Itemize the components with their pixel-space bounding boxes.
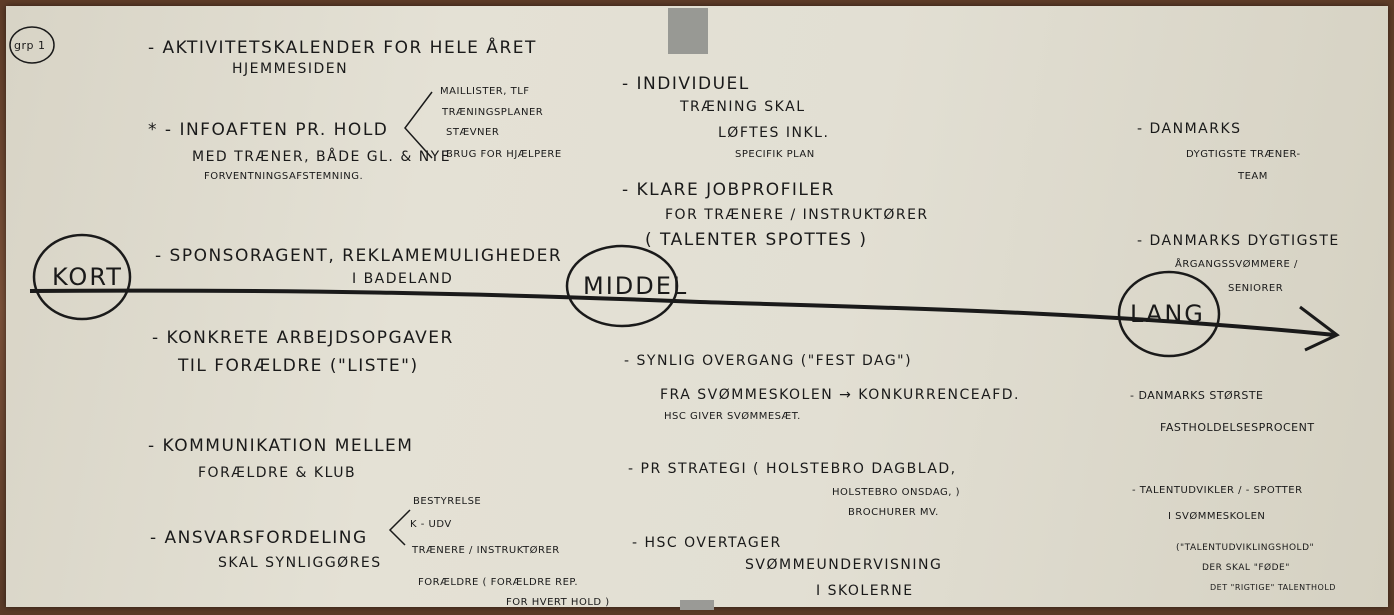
left-c2: I BADELAND	[352, 271, 454, 287]
group-label: grp 1	[14, 39, 46, 52]
middle-c2: FRA SVØMMESKOLEN → KONKURRENCEAFD.	[660, 387, 1021, 403]
right-d1: - TALENTUDVIKLER / - SPOTTER	[1132, 485, 1303, 496]
kort-circle	[32, 233, 132, 321]
brace-ansvar	[388, 509, 411, 546]
left-b2: MED TRÆNER, BÅDE GL. & NYE	[192, 149, 452, 165]
left-e1: - KOMMUNIKATION MELLEM	[148, 436, 414, 456]
right-a2: DYGTIGSTE TRÆNER-	[1186, 149, 1301, 160]
lang-label: LANG	[1130, 300, 1205, 328]
right-d5: DET "RIGTIGE" TALENTHOLD	[1210, 583, 1336, 592]
right-d2: I SVØMMESKOLEN	[1168, 511, 1266, 522]
middle-c3: HSC GIVER SVØMMESÆT.	[664, 411, 801, 422]
middle-b3: ( TALENTER SPOTTES )	[645, 230, 868, 250]
flipchart-paper	[6, 6, 1388, 607]
left-f1: - ANSVARSFORDELING	[150, 528, 368, 548]
left-f-item-4: FORÆLDRE ( FORÆLDRE REP.	[418, 577, 579, 588]
left-b-item-3: STÆVNER	[446, 127, 500, 138]
middle-e2: SVØMMEUNDERVISNING	[745, 557, 943, 573]
middle-d1: - PR STRATEGI ( HOLSTEBRO DAGBLAD,	[628, 461, 957, 477]
left-f2: SKAL SYNLIGGØRES	[218, 555, 382, 571]
left-f-item-5: FOR HVERT HOLD )	[506, 597, 610, 608]
middle-d2: HOLSTEBRO ONSDAG, )	[832, 487, 960, 498]
right-c1: - DANMARKS STØRSTE	[1130, 389, 1264, 402]
tape-strip-top	[668, 8, 708, 54]
lang-circle	[1117, 270, 1221, 358]
middle-e1: - HSC OVERTAGER	[632, 535, 782, 551]
group-circle	[9, 26, 55, 64]
middle-a3: LØFTES INKL.	[718, 125, 830, 141]
left-b-item-2: TRÆNINGSPLANER	[442, 107, 544, 118]
kort-label: KORT	[52, 263, 123, 291]
middle-e3: I SKOLERNE	[816, 583, 914, 599]
right-a3: TEAM	[1238, 171, 1268, 182]
left-b3: FORVENTNINGSAFSTEMNING.	[204, 171, 364, 182]
right-b1: - DANMARKS DYGTIGSTE	[1137, 233, 1340, 249]
middel-label: MIDDEL	[583, 272, 689, 300]
right-d4: DER SKAL "FØDE"	[1202, 563, 1290, 573]
middle-a2: TRÆNING SKAL	[680, 99, 806, 115]
left-f-item-2: K - UDV	[410, 519, 452, 530]
middle-a1: - INDIVIDUEL	[622, 74, 750, 94]
middle-b2: FOR TRÆNERE / INSTRUKTØRER	[665, 207, 929, 223]
left-f-item-3: TRÆNERE / INSTRUKTØRER	[412, 545, 560, 556]
left-f-item-1: BESTYRELSE	[413, 496, 482, 507]
right-a1: - DANMARKS	[1137, 121, 1242, 137]
middel-circle	[565, 244, 679, 328]
middle-a4: SPECIFIK PLAN	[735, 149, 815, 160]
left-a1: - AKTIVITETSKALENDER FOR HELE ÅRET	[148, 38, 537, 58]
middle-c1: - SYNLIG OVERGANG ("FEST DAG")	[624, 353, 913, 369]
middle-b1: - KLARE JOBPROFILER	[622, 180, 835, 200]
timeline-arrowhead	[1299, 305, 1340, 352]
right-b2: ÅRGANGSSVØMMERE /	[1175, 259, 1298, 270]
left-b1: * - INFOAFTEN PR. HOLD	[148, 120, 389, 140]
tape-strip-bottom	[680, 600, 714, 610]
middle-d3: BROCHURER MV.	[848, 507, 939, 518]
right-d3: ("TALENTUDVIKLINGSHOLD"	[1176, 543, 1315, 553]
left-b-item-4: BRUG FOR HJÆLPERE	[446, 149, 562, 160]
right-c2: FASTHOLDELSESPROCENT	[1160, 421, 1315, 434]
left-e2: FORÆLDRE & KLUB	[198, 465, 357, 481]
right-b3: SENIORER	[1228, 283, 1284, 294]
left-d1: - KONKRETE ARBEJDSOPGAVER	[152, 328, 454, 348]
brace-infoaften	[404, 91, 433, 159]
left-a2: HJEMMESIDEN	[232, 61, 349, 77]
left-d2: TIL FORÆLDRE ("LISTE")	[178, 356, 419, 376]
left-c1: - SPONSORAGENT, REKLAMEMULIGHEDER	[155, 246, 563, 266]
left-b-item-1: MAILLISTER, TLF	[440, 86, 530, 97]
